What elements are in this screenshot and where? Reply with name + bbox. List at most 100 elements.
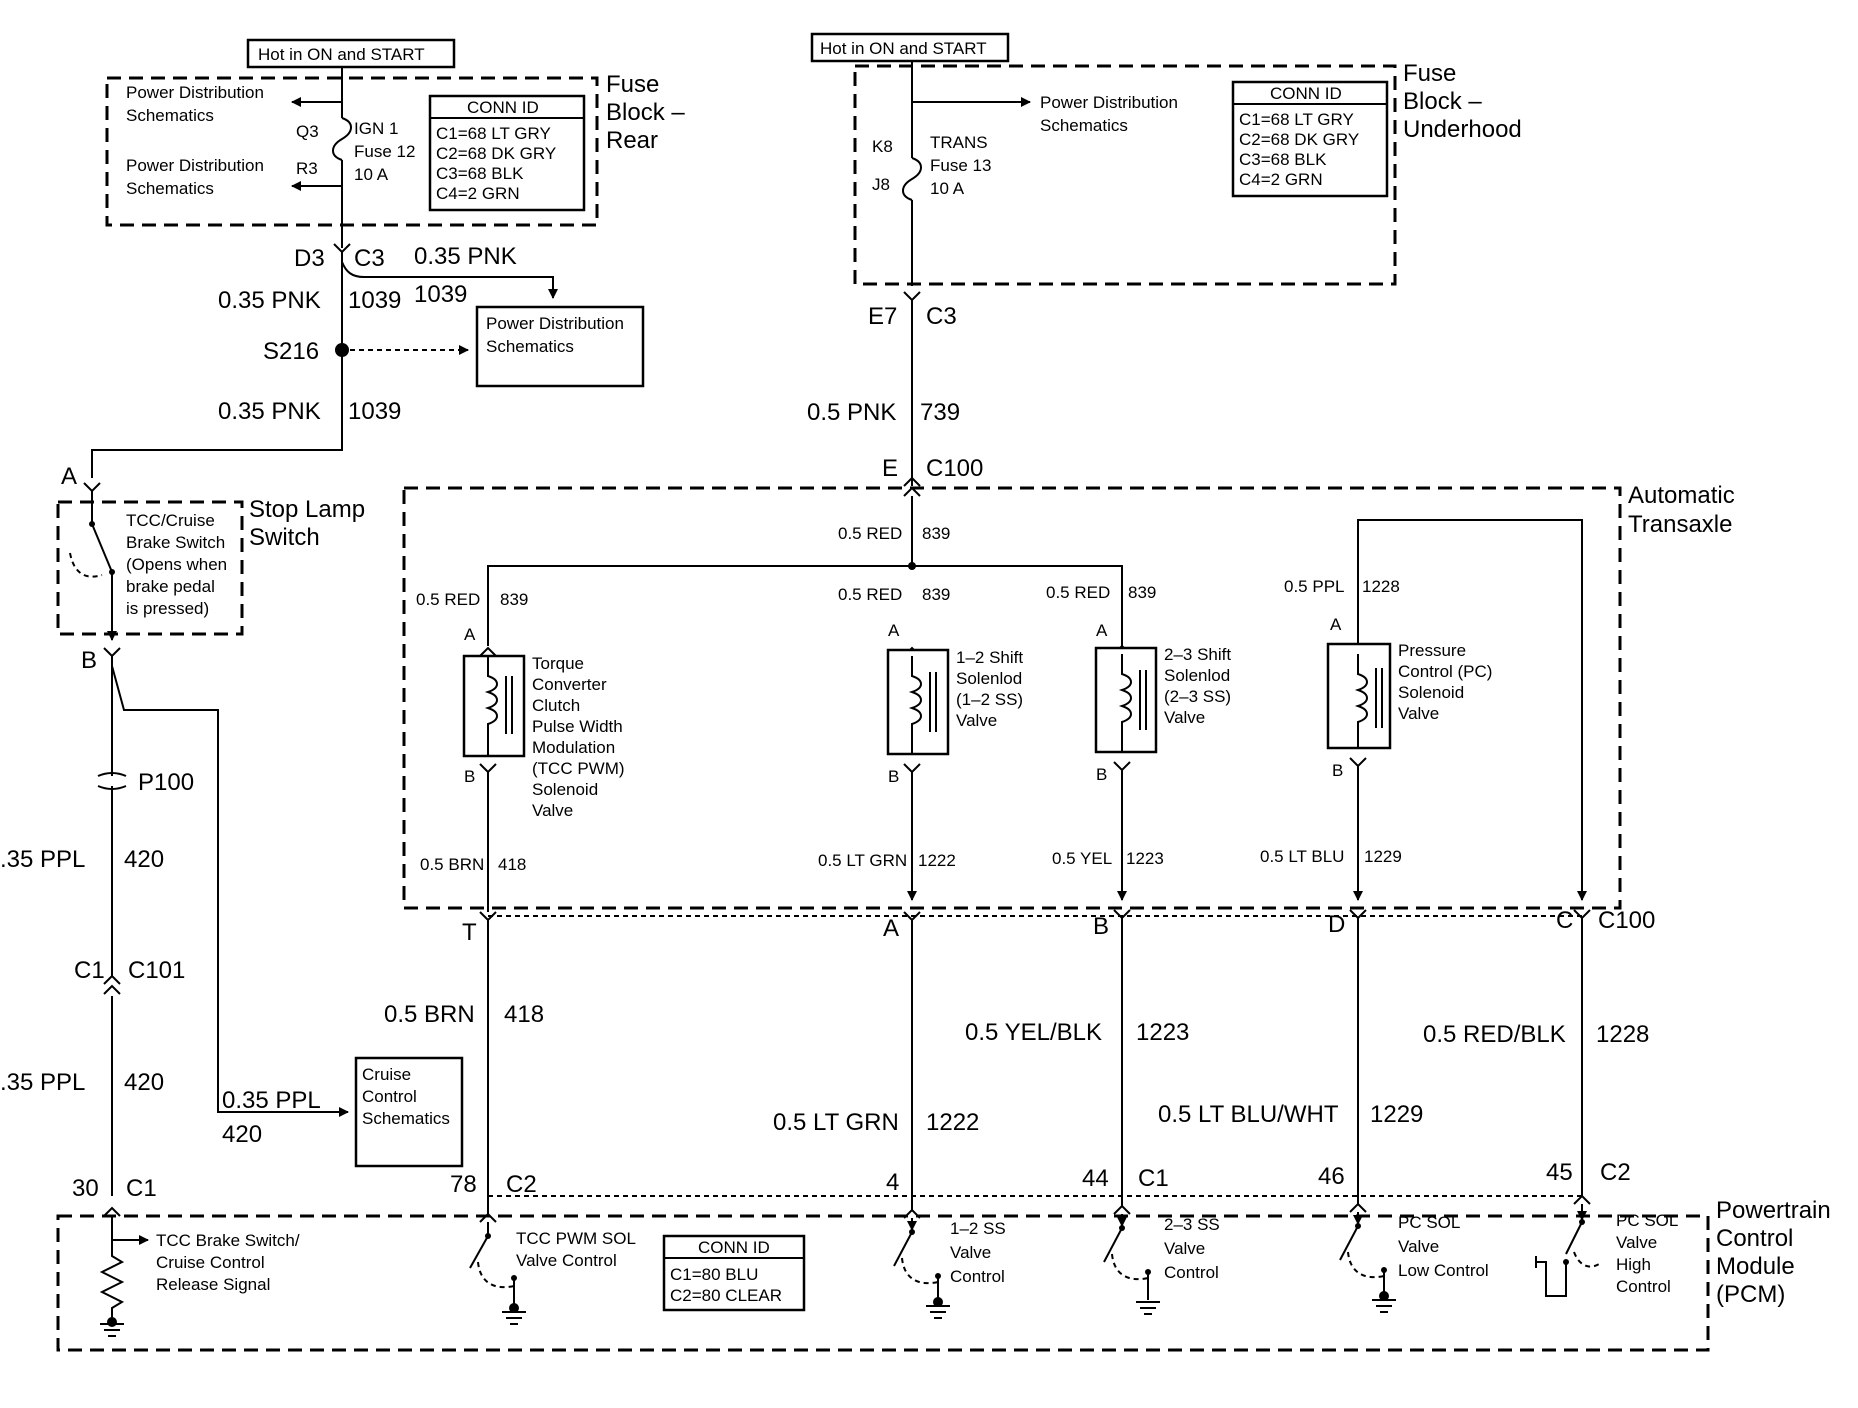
fuse-block-under-label-2: Block – — [1403, 88, 1482, 115]
wire-739-color: 0.5 PNK — [807, 399, 896, 426]
wire-418-color: 0.5 BRN — [384, 1001, 475, 1028]
fuse-block-rear-label-2: Block – — [606, 99, 685, 126]
tcc-core — [505, 676, 513, 734]
ss23-label-1: 2–3 Shift — [1164, 645, 1231, 664]
conn-id-under-c4: C4=2 GRN — [1239, 170, 1323, 189]
switch-label-5: is pressed) — [126, 599, 209, 618]
pc-coil — [1354, 654, 1368, 748]
pcm-pin-4: 4 — [886, 1169, 899, 1196]
pd-box-left — [475, 305, 645, 388]
fuse-12-line2: Fuse 12 — [354, 142, 415, 161]
fuse-block-under-border — [853, 64, 1397, 286]
pc-conn-b — [1349, 757, 1367, 768]
pcm-conn-c2-b: C2 — [1600, 1159, 1631, 1186]
ss23-wire-bot-color: 0.5 YEL — [1052, 849, 1112, 868]
ss23-wire-top-circuit: 839 — [1128, 583, 1156, 602]
pcm-label-2: Control — [1716, 1225, 1793, 1252]
wire-2-color: 0.35 PNK — [218, 398, 321, 425]
pcm-label-3: Module — [1716, 1253, 1795, 1280]
cruise-box-line1: Cruise — [362, 1065, 411, 1084]
c100-pin-b: B — [1093, 913, 1109, 940]
fuse-13-line3: 10 A — [930, 179, 965, 198]
pchigh-driver-linkage — [1573, 1251, 1603, 1268]
switch-blade — [91, 523, 113, 573]
tcc-wire-top-circuit: 839 — [500, 590, 528, 609]
switch-linkage — [69, 552, 103, 578]
ss23-label-2: Solenlod — [1164, 666, 1230, 685]
fuse-13-line2: Fuse 13 — [930, 156, 991, 175]
ss23-driver-line3: Control — [1164, 1263, 1219, 1282]
tcc-label-1: Torque — [532, 654, 584, 673]
hot-label-under: Hot in ON and START — [820, 39, 987, 58]
ss23-wire-top-color: 0.5 RED — [1046, 583, 1110, 602]
pcm-tcc-pwm-driver: TCC PWM SOL Valve Control — [469, 1222, 636, 1325]
cruise-box-line3: Schematics — [362, 1109, 450, 1128]
conn-id-box-pcm — [662, 1234, 806, 1312]
tcc-pwm-line2: Valve Control — [516, 1251, 617, 1270]
pcm-ss12-driver: 1–2 SS Valve Control — [893, 1218, 1006, 1319]
pcm-pc-high-driver: PC SOL Valve High Control — [1535, 1204, 1678, 1297]
ss12-coil — [908, 656, 922, 754]
center-feed: E7 C3 0.5 PNK 739 E C100 0.5 RED 839 — [807, 291, 983, 566]
wire-1039 — [91, 252, 343, 478]
wire-1-color: 0.35 PNK — [218, 287, 321, 314]
stop-lamp-label-1: Stop Lamp — [249, 496, 365, 523]
hot-label-rear: Hot in ON and START — [258, 45, 425, 64]
wire-1222-color: 0.5 LT GRN — [773, 1109, 899, 1136]
brake-release-line2: Cruise Control — [156, 1253, 265, 1272]
pin-r3: R3 — [296, 159, 318, 178]
ss12-label-4: Valve — [956, 711, 997, 730]
stop-lamp-switch: A TCC/Cruise Brake Switch (Opens when br… — [56, 463, 365, 674]
c101-label: C101 — [128, 957, 185, 984]
fuse-12-line3: 10 A — [354, 165, 389, 184]
pc-label-2: Control (PC) — [1398, 662, 1492, 681]
pin-e: E — [882, 455, 898, 482]
pin-k8: K8 — [872, 137, 893, 156]
splice-wire-color: 0.5 RED — [838, 524, 902, 543]
conn-id-pcm-c1: C1=80 BLU — [670, 1265, 758, 1284]
tcc-label-3: Clutch — [532, 696, 580, 715]
c100-pin-c: C — [1556, 907, 1573, 934]
pcm-pin-78: 78 — [450, 1171, 477, 1198]
pd-rear-1-line2: Schematics — [126, 106, 214, 125]
ss23-wire-bot-circuit: 1223 — [1126, 849, 1164, 868]
ss23-pin-a: A — [1096, 621, 1108, 640]
c100-connector-row: T A B D C C100 — [462, 907, 1655, 946]
ss12-wire-top-circuit: 839 — [922, 585, 950, 604]
conn-id-pcm-c2: C2=80 CLEAR — [670, 1286, 782, 1305]
pcm-mark-30 — [103, 1206, 121, 1217]
tcc-label-4: Pulse Width — [532, 717, 623, 736]
pc-wire-bot-color: 0.5 LT BLU — [1260, 847, 1344, 866]
conn-id-pcm-title: CONN ID — [698, 1238, 770, 1257]
p100-symbol — [97, 772, 127, 790]
hot-label-box-rear — [246, 38, 456, 69]
pc-core — [1375, 668, 1383, 728]
conn-id-rear-c4: C4=2 GRN — [436, 184, 520, 203]
pcm-ss23-driver: 2–3 SS Valve Control — [1103, 1214, 1220, 1315]
splice-s216-label: S216 — [263, 338, 319, 365]
conn-id-rear-title: CONN ID — [467, 98, 539, 117]
wire-1228-color: 0.5 RED/BLK — [1423, 1021, 1566, 1048]
pclow-driver-linkage — [1347, 1251, 1385, 1279]
connector-a-stop-lamp — [83, 482, 101, 493]
ss23-driver-switch — [1103, 1227, 1123, 1263]
transaxle-label-1: Automatic — [1628, 482, 1735, 509]
left-420-circuit: P100 .35 PPL 420 C1 C101 .35 PPL 420 0.3… — [0, 656, 464, 1196]
fuse-block-under-label-3: Underhood — [1403, 116, 1522, 143]
splice-circuit: 839 — [922, 524, 950, 543]
ss12-driver-linkage — [901, 1257, 939, 1285]
lower-wires: 0.5 BRN 418 0.5 YEL/BLK 1223 0.5 RED/BLK… — [384, 918, 1649, 1214]
ss12-solenoid-box — [886, 648, 950, 756]
ss12-pin-b: B — [888, 767, 899, 786]
switch-label-3: (Opens when — [126, 555, 227, 574]
cruise-control-box — [354, 1056, 464, 1168]
pcm-mark-45 — [1573, 1194, 1591, 1205]
ss12-label-3: (1–2 SS) — [956, 690, 1023, 709]
cruise-box-line2: Control — [362, 1087, 417, 1106]
cruise-wire-circuit: 420 — [222, 1121, 262, 1148]
wire-4-color: .35 PPL — [0, 1069, 85, 1096]
conn-c3-under: C3 — [926, 303, 957, 330]
transaxle-border — [402, 486, 1622, 910]
fuse-block-under-label-1: Fuse — [1403, 60, 1456, 87]
ss23-label-3: (2–3 SS) — [1164, 687, 1231, 706]
